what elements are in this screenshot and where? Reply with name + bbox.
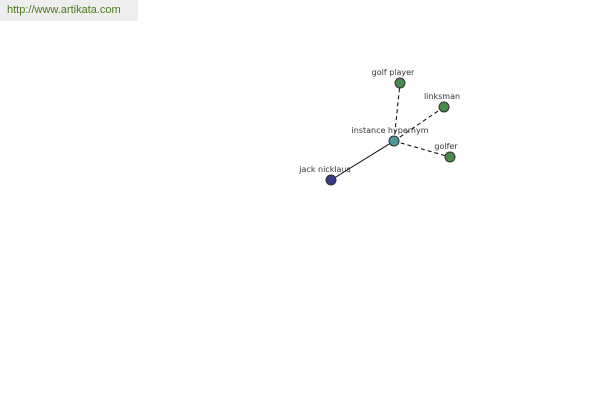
label-jack-nicklaus: jack nicklaus [298, 165, 350, 174]
url-banner[interactable]: http://www.artikata.com [0, 0, 138, 21]
graph-nodes [325, 77, 456, 186]
label-golfer: golfer [434, 142, 458, 151]
label-instance-hypernym: instance hypernym [352, 126, 429, 135]
node-instance-hypernym[interactable] [388, 135, 400, 147]
edge-golfer [393, 140, 451, 158]
edge-golf-player [393, 82, 401, 142]
label-golf-player: golf player [372, 68, 415, 77]
node-jack-nicklaus[interactable] [325, 174, 337, 186]
edge-linksman [393, 106, 445, 142]
edge-jack-nicklaus [330, 140, 395, 181]
node-golfer[interactable] [444, 151, 456, 163]
node-linksman[interactable] [438, 101, 450, 113]
graph-labels: instance hypernym jack nicklaus golf pla… [298, 68, 460, 174]
graph-edges [330, 82, 451, 181]
node-golf-player[interactable] [394, 77, 406, 89]
label-linksman: linksman [424, 92, 460, 101]
